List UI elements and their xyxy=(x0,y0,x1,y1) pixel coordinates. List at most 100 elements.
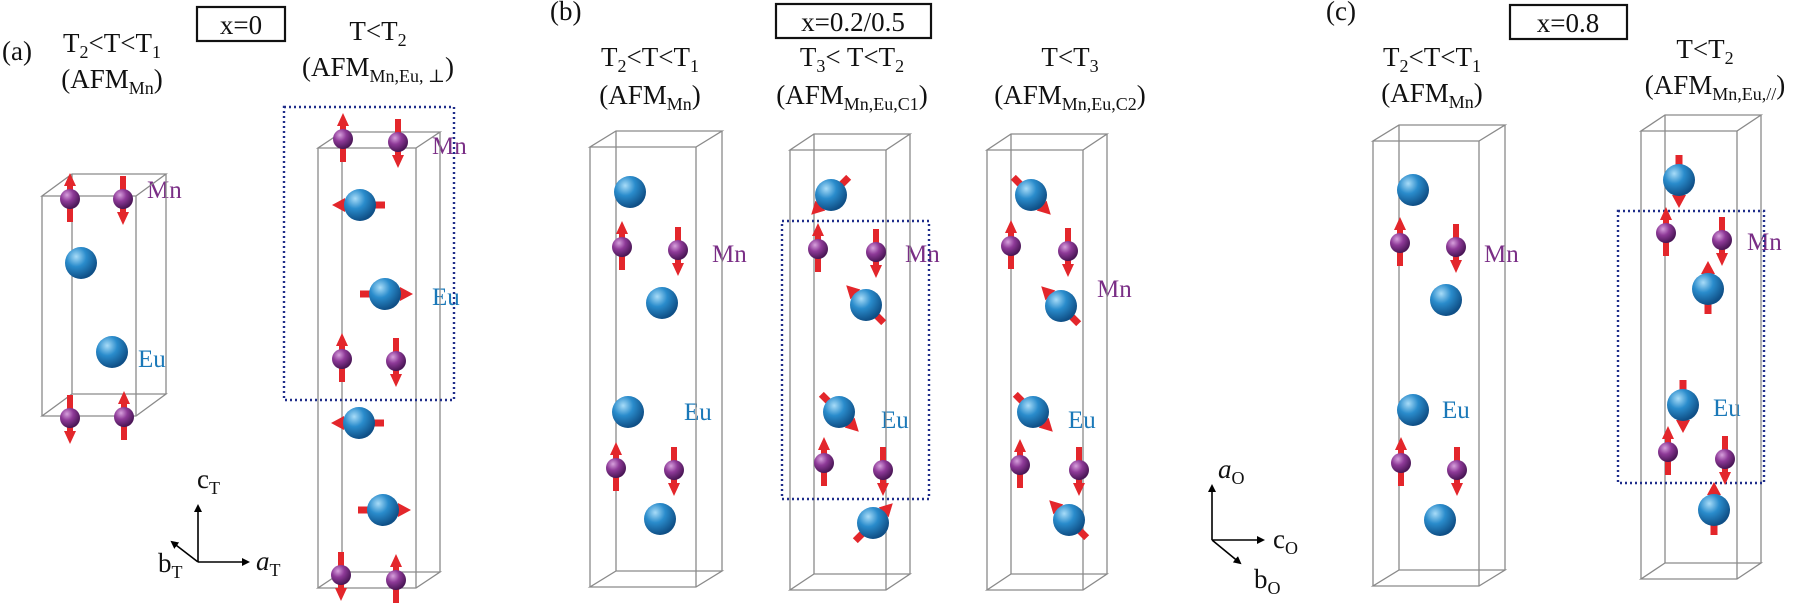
dashed-cell-c xyxy=(1616,209,1766,485)
moment-arrow-head xyxy=(1062,264,1074,277)
cell-top-face xyxy=(787,133,913,151)
axis-c-label: cT xyxy=(197,464,220,498)
mn-atom xyxy=(612,237,632,257)
cell-b1 xyxy=(587,130,725,588)
moment-arrow-head xyxy=(877,483,889,496)
axes-orthorhombic: aO cO bO xyxy=(1208,454,1298,598)
mn-atom xyxy=(1069,460,1089,480)
panel-c-mn-label: Mn xyxy=(1484,241,1519,268)
axis-a-label: aT xyxy=(256,546,281,580)
panel-a-phase2-order: (AFMMn,Eu, ⊥) xyxy=(302,52,454,86)
cell-top-face xyxy=(984,133,1110,151)
panel-a-letter: (a) xyxy=(2,36,32,66)
moment-arrow-head xyxy=(1672,195,1686,208)
mn-atom xyxy=(331,565,351,585)
axes-tetragonal: cT bT aT xyxy=(158,464,281,582)
panel-b-x-value: x=0.2/0.5 xyxy=(801,7,905,37)
panel-b-mn-label-2: Mn xyxy=(905,241,940,268)
panel-a-mn-label-2: Mn xyxy=(432,133,467,160)
moment-arrow-head xyxy=(672,263,684,276)
eu-atom xyxy=(96,336,128,368)
cell-bottom-face xyxy=(1370,569,1508,587)
moment-arrow-head xyxy=(1716,253,1728,266)
moment-arrow-head xyxy=(390,374,402,387)
moment-arrow-head xyxy=(878,503,893,518)
moment-arrow-head xyxy=(1073,483,1085,496)
moment-arrow-head xyxy=(337,113,349,126)
eu-atom xyxy=(1692,273,1724,305)
eu-atom xyxy=(1015,179,1047,211)
mn-atom xyxy=(1658,442,1678,462)
moment-arrow-head xyxy=(390,554,402,567)
axis-bO-arrow xyxy=(1211,539,1242,565)
panel-a-x-value: x=0 xyxy=(220,10,262,40)
eu-atom xyxy=(857,507,889,539)
moment-arrow-head xyxy=(118,391,130,404)
panel-b-letter: (b) xyxy=(550,0,581,26)
moment-arrow-head xyxy=(117,212,129,225)
moment-arrow-head xyxy=(1036,200,1051,215)
cell-top-face xyxy=(587,130,725,148)
eu-atom xyxy=(367,494,399,526)
eu-atom xyxy=(850,289,882,321)
moment-arrow-head xyxy=(1662,426,1674,439)
moment-arrow-head xyxy=(1014,439,1026,452)
mn-atom xyxy=(386,351,406,371)
mn-atom xyxy=(1390,233,1410,253)
dashed-cell-b xyxy=(780,219,931,501)
moment-arrow-head xyxy=(64,173,76,186)
moment-arrow-head xyxy=(1451,483,1463,496)
panel-b-phase1-order: (AFMMn) xyxy=(599,80,701,114)
moment-arrow-head xyxy=(336,333,348,346)
mn-atom xyxy=(388,132,408,152)
mn-atom xyxy=(808,239,828,259)
panel-b-eu-label: Eu xyxy=(684,399,712,426)
eu-atom xyxy=(1667,389,1699,421)
eu-atom xyxy=(1017,396,1049,428)
panel-c-phase2-order: (AFMMn,Eu,//) xyxy=(1645,70,1786,104)
mn-atom xyxy=(866,242,886,262)
mn-atom xyxy=(664,460,684,480)
mn-atom xyxy=(332,349,352,369)
eu-atom xyxy=(612,396,644,428)
mn-atom xyxy=(1447,460,1467,480)
panel-b-mn-label-3: Mn xyxy=(1097,276,1132,303)
panel-b-phase2-range: T3< T<T2 xyxy=(800,42,904,76)
panel-a-mn-label: Mn xyxy=(147,177,182,204)
mn-atom xyxy=(60,189,80,209)
cell-bottom-face xyxy=(40,393,168,417)
panel-b-x-box xyxy=(774,2,933,40)
eu-atom xyxy=(1698,494,1730,526)
eu-atom xyxy=(344,189,376,221)
panel-c: (c) x=0.8 T2<T<T1 (AFMMn) T<T2 (AFMMn,Eu… xyxy=(1326,0,1785,424)
cell-a1 xyxy=(40,173,168,417)
panel-c-eu-label: Eu xyxy=(1442,397,1470,424)
mn-atom xyxy=(114,407,134,427)
moment-arrow-head xyxy=(818,437,830,450)
cell-c2 xyxy=(1638,114,1764,580)
panel-b-phase1-range: T2<T<T1 xyxy=(601,42,699,76)
mn-atom xyxy=(333,129,353,149)
cell-b2 xyxy=(787,133,913,591)
mn-atom xyxy=(1391,453,1411,473)
moment-arrow-head xyxy=(1394,217,1406,230)
moment-arrow-head xyxy=(1450,260,1462,273)
moment-arrow-head xyxy=(610,442,622,455)
mn-atom xyxy=(1712,230,1732,250)
mn-atom xyxy=(1001,236,1021,256)
moment-arrow-head xyxy=(332,198,345,212)
mn-atom xyxy=(873,460,893,480)
mn-atom xyxy=(1656,223,1676,243)
moment-arrow-head xyxy=(1049,500,1064,515)
panel-c-letter: (c) xyxy=(1326,0,1356,26)
eu-atom xyxy=(614,176,646,208)
panel-c-x-value: x=0.8 xyxy=(1537,8,1599,38)
cell-bottom-face xyxy=(1638,562,1764,580)
eu-atom xyxy=(815,179,847,211)
mn-atom xyxy=(386,570,406,590)
eu-atom xyxy=(646,287,678,319)
panel-a-phase1-range: T2<T<T1 xyxy=(63,28,161,62)
moment-arrow-head xyxy=(1719,472,1731,485)
panel-b-eu-label-3: Eu xyxy=(1068,407,1096,434)
dashed-cell-a xyxy=(282,105,456,402)
